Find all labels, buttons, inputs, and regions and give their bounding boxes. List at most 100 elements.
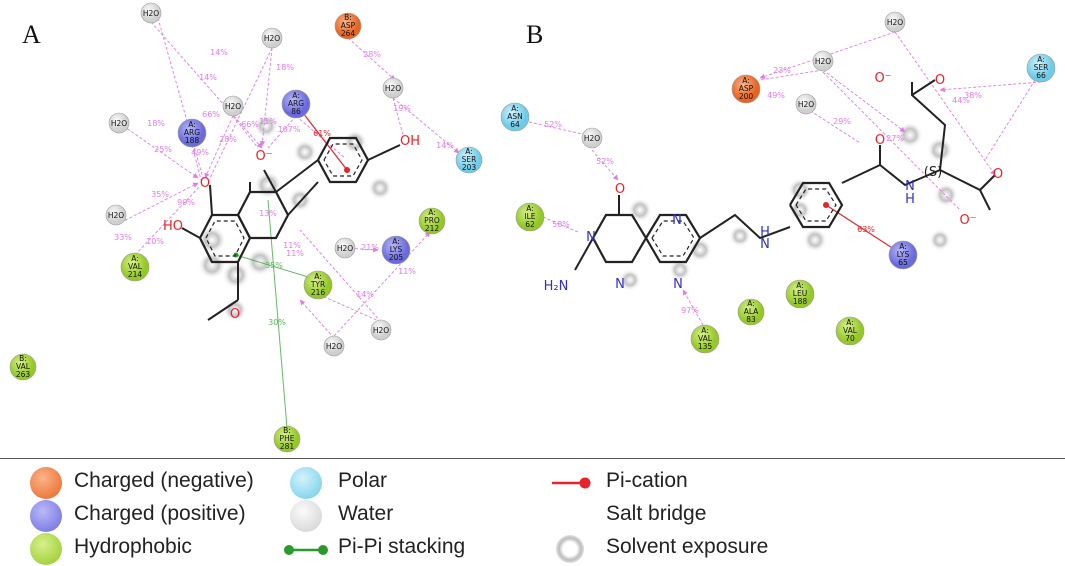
solvent-exposure-mark xyxy=(198,251,226,279)
residue-bubble xyxy=(690,324,720,354)
residue-label: 203 xyxy=(462,163,477,172)
bond xyxy=(574,237,594,271)
residue-label: A: xyxy=(1037,55,1045,64)
hbond-line xyxy=(259,47,273,147)
percent-label: 30% xyxy=(268,318,286,327)
residue-bubble xyxy=(731,74,761,104)
hbond-line xyxy=(392,97,404,136)
residue-label: 216 xyxy=(311,288,326,297)
residue-label: 200 xyxy=(739,92,754,101)
atom-label: H₂N xyxy=(544,279,569,294)
hbond-line xyxy=(299,229,382,323)
hbond-line xyxy=(157,17,204,179)
residue-label: LEU xyxy=(793,289,807,298)
atom-label: H xyxy=(760,225,770,240)
residue-label: ASP xyxy=(341,21,356,30)
percent-label: 61% xyxy=(313,129,331,138)
residue-label: H2O xyxy=(111,119,127,128)
residue-bubble xyxy=(888,240,918,270)
atom-label: O⁻ xyxy=(874,71,891,86)
residue-label: A: xyxy=(392,237,400,246)
legend-swatch-hydrophobic xyxy=(30,533,62,565)
hbond-line xyxy=(682,289,704,326)
solvent-exposure-mark xyxy=(368,176,392,200)
residue-label: B: xyxy=(19,354,27,363)
residue-bubble xyxy=(884,11,906,33)
bond xyxy=(699,213,791,240)
percent-label: 14% xyxy=(210,48,228,57)
atom-label: O xyxy=(200,176,210,191)
residue-bubble xyxy=(515,202,545,232)
hbond-line xyxy=(204,115,234,179)
percent-label: 33% xyxy=(114,233,132,242)
residue-label: A: xyxy=(511,104,519,113)
atom-label: O xyxy=(993,167,1003,182)
bond xyxy=(207,299,239,321)
percent-label: 18% xyxy=(147,119,165,128)
residue-a-h2o-3: H2O xyxy=(382,77,404,99)
pi-cation-dot xyxy=(823,202,829,208)
percent-label: 66% xyxy=(241,120,259,129)
percent-label: 14% xyxy=(199,73,217,82)
residue-label: A: xyxy=(846,318,854,327)
residue-label: 135 xyxy=(698,342,713,351)
hbond-line xyxy=(191,144,202,181)
legend-swatch-charged-positive xyxy=(30,500,62,532)
percent-label: 27% xyxy=(886,134,904,143)
hbond-line xyxy=(150,21,263,149)
atom-label: O xyxy=(230,307,240,322)
hbond-line xyxy=(805,107,861,144)
residue-label: B: xyxy=(344,13,352,22)
hbond-line xyxy=(209,47,273,179)
residue-a-h2o-1: H2O xyxy=(140,2,162,24)
residue-bubble xyxy=(120,252,150,282)
residue-bubble xyxy=(1026,53,1056,83)
hbond-line xyxy=(392,97,460,154)
hbond-line xyxy=(542,216,579,233)
percent-label: 11% xyxy=(398,267,416,276)
residue-label: A: xyxy=(747,299,755,308)
percent-label: 107% xyxy=(278,125,301,134)
residue-label: A: xyxy=(526,204,534,213)
residue-label: A: xyxy=(899,242,907,251)
percent-label: 11% xyxy=(283,241,301,250)
residue-label: A: xyxy=(428,208,436,217)
bond xyxy=(911,82,947,171)
residue-a-h2o-9: H2O xyxy=(323,335,345,357)
aromatic-bond xyxy=(323,143,363,177)
residue-bubble xyxy=(108,112,130,134)
residue-label: A: xyxy=(796,281,804,290)
hbond-line xyxy=(528,121,583,135)
bond xyxy=(275,159,319,193)
solvent-exposure-mark xyxy=(927,137,953,163)
solvent-exposure-mark xyxy=(222,261,250,289)
residue-label: 65 xyxy=(898,258,908,267)
residue-a-h2o-4: H2O xyxy=(222,95,244,117)
atom-label: O⁻ xyxy=(959,213,976,228)
residue-label: VAL xyxy=(698,334,713,343)
percent-label: 11% xyxy=(286,249,304,258)
percent-label: 10% xyxy=(146,237,164,246)
residue-bubble xyxy=(835,316,865,346)
legend-swatch-solvent-exposure xyxy=(556,535,584,563)
percent-label: 52% xyxy=(544,120,562,129)
solvent-exposure-mark xyxy=(628,198,652,222)
hbond-line xyxy=(115,182,199,226)
residue-label: 66 xyxy=(1036,71,1046,80)
solvent-exposure-mark xyxy=(729,225,751,247)
atom-label: (S) xyxy=(924,165,942,180)
solvent-exposure-mark xyxy=(619,269,641,291)
percent-label: 58% xyxy=(552,220,570,229)
hbond-line xyxy=(822,69,906,133)
percent-label: 21% xyxy=(361,243,379,252)
